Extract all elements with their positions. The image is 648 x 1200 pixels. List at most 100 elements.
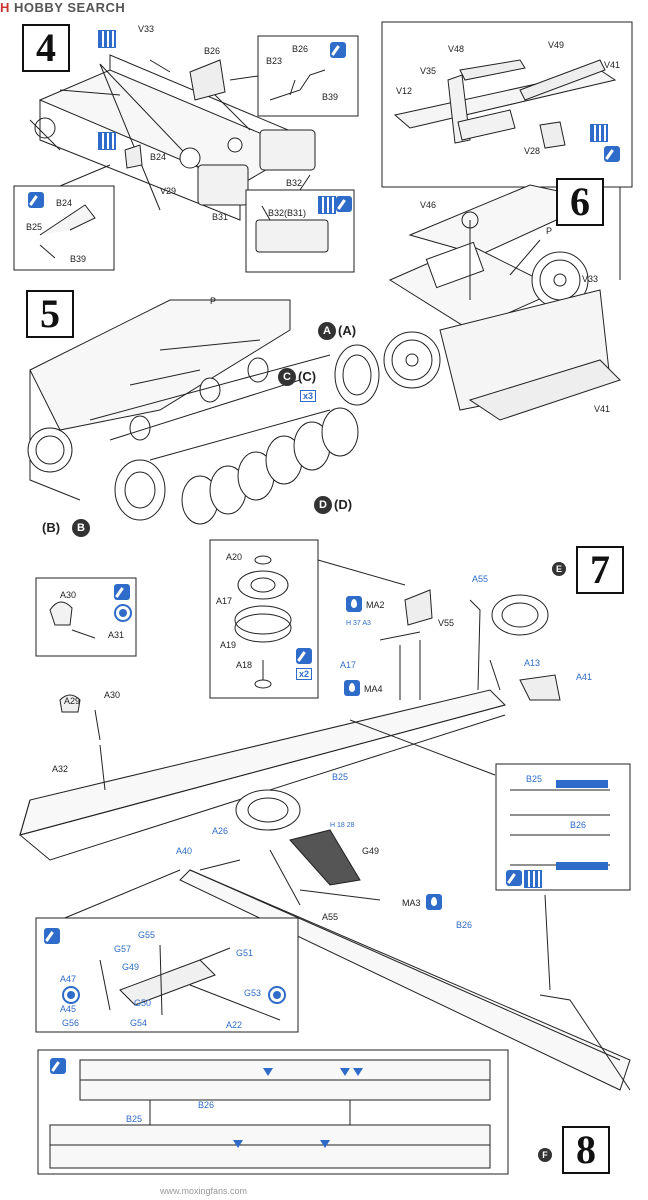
- glue-icon: [50, 1058, 66, 1074]
- label-v41-step6: V41: [594, 404, 611, 414]
- glue-icon: [604, 146, 620, 162]
- label-g57: G57: [114, 944, 132, 954]
- label-b25: B25: [332, 772, 349, 782]
- label-v48: V48: [448, 44, 465, 54]
- step-4-number: 4: [22, 24, 70, 72]
- label-a45: A45: [60, 1004, 77, 1014]
- label-h37: H 37 A3: [346, 620, 371, 627]
- label-g54: G54: [130, 1018, 148, 1028]
- part-b-alt-marker: (B): [42, 520, 61, 535]
- label-v33: V33: [138, 24, 155, 34]
- rotate-icon: [62, 986, 80, 1004]
- label-b26: B26: [204, 46, 221, 56]
- part-b-marker: B: [72, 519, 90, 537]
- label-a18: A18: [236, 660, 253, 670]
- label-a31: A31: [108, 630, 125, 640]
- quantity-x3-badge: x3: [300, 390, 317, 402]
- step-6-number: 6: [556, 178, 604, 226]
- label-a20: A20: [226, 552, 243, 562]
- label-b32: B32: [286, 178, 303, 188]
- part-d-marker: D: [314, 496, 332, 514]
- label-a30-inset: A30: [60, 590, 77, 600]
- inset1-label-b23: B23: [266, 56, 283, 66]
- paint-stripes-icon: [318, 196, 336, 214]
- glue-icon: [336, 196, 352, 212]
- label-v46: V46: [420, 200, 437, 210]
- watermark-url: www.moxingfans.com: [160, 1186, 248, 1196]
- label-a40: A40: [176, 846, 193, 856]
- label-a22: A22: [226, 1020, 243, 1030]
- label-v29: V29: [160, 186, 177, 196]
- label-g53: G53: [244, 988, 262, 998]
- label-g55: G55: [138, 930, 156, 940]
- glue-icon: [44, 928, 60, 944]
- inset2-label-b39: B39: [70, 254, 87, 264]
- part-a-alt-marker: (A): [338, 323, 357, 338]
- label-b26-step8: B26: [198, 1100, 215, 1110]
- label-a32: A32: [52, 764, 69, 774]
- part-a-marker: A: [318, 322, 336, 340]
- paint-drop-icon: [346, 596, 362, 612]
- paint-stripes-icon: [98, 30, 116, 48]
- label-a17-main: A17: [340, 660, 357, 670]
- rotate-icon: [114, 604, 132, 622]
- inset2-label-b25: B25: [26, 222, 43, 232]
- section-e-marker: E: [552, 562, 566, 576]
- paint-stripes-icon: [524, 870, 542, 888]
- paint-drop-icon: [344, 680, 360, 696]
- paint-stripes-icon: [590, 124, 608, 142]
- part-c-marker: C: [278, 368, 296, 386]
- label-a19: A19: [220, 640, 237, 650]
- label-a55-lower: A55: [322, 912, 339, 922]
- paint-drop-icon: [426, 894, 442, 910]
- step-5-number: 5: [26, 290, 74, 338]
- paint-stripes-icon: [98, 132, 116, 150]
- rotate-icon: [268, 986, 286, 1004]
- glue-icon: [28, 192, 44, 208]
- label-g56: G56: [62, 1018, 80, 1028]
- part-d-alt-marker: (D): [334, 497, 353, 512]
- label-v49: V49: [548, 40, 565, 50]
- inset1-label-b39: B39: [322, 92, 339, 102]
- label-ma2: MA2: [366, 600, 385, 610]
- inset2-label-b24: B24: [56, 198, 73, 208]
- label-p: P: [546, 226, 553, 236]
- label-g50: G50: [134, 998, 152, 1008]
- label-g49: G49: [362, 846, 380, 856]
- label-v35: V35: [420, 66, 437, 76]
- inset1-label-b26: B26: [292, 44, 309, 54]
- label-h18: H 18 28: [330, 822, 355, 829]
- label-v55: V55: [438, 618, 455, 628]
- glue-icon: [296, 648, 312, 664]
- label-p-step5: P: [210, 296, 217, 306]
- label-b26-main: B26: [456, 920, 473, 930]
- inset-label-b25: B25: [526, 774, 543, 784]
- label-v41: V41: [604, 60, 621, 70]
- label-b25-step8: B25: [126, 1114, 143, 1124]
- label-a30: A30: [104, 690, 121, 700]
- label-v28: V28: [524, 146, 541, 156]
- label-a29: A29: [64, 696, 81, 706]
- label-b31: B31: [212, 212, 229, 222]
- label-g51: G51: [236, 948, 254, 958]
- part-c-alt-marker: (C): [298, 369, 317, 384]
- label-a13: A13: [524, 658, 541, 668]
- quantity-x2-badge: x2: [296, 668, 313, 680]
- header-title: HOBBY SEARCH: [14, 0, 126, 15]
- hobby-search-logo: H: [0, 0, 10, 15]
- label-ma3: MA3: [402, 898, 421, 908]
- inset-label-b26: B26: [570, 820, 587, 830]
- step-7-number: 7: [576, 546, 624, 594]
- label-a26: A26: [212, 826, 229, 836]
- label-a47: A47: [60, 974, 77, 984]
- label-g49-inset: G49: [122, 962, 140, 972]
- section-f-marker: F: [538, 1148, 552, 1162]
- inset3-title: B32(B31): [268, 208, 307, 218]
- glue-icon: [506, 870, 522, 886]
- step-8-number: 8: [562, 1126, 610, 1174]
- label-ma4: MA4: [364, 684, 383, 694]
- label-b24: B24: [150, 152, 167, 162]
- label-a17: A17: [216, 596, 233, 606]
- label-a41: A41: [576, 672, 593, 682]
